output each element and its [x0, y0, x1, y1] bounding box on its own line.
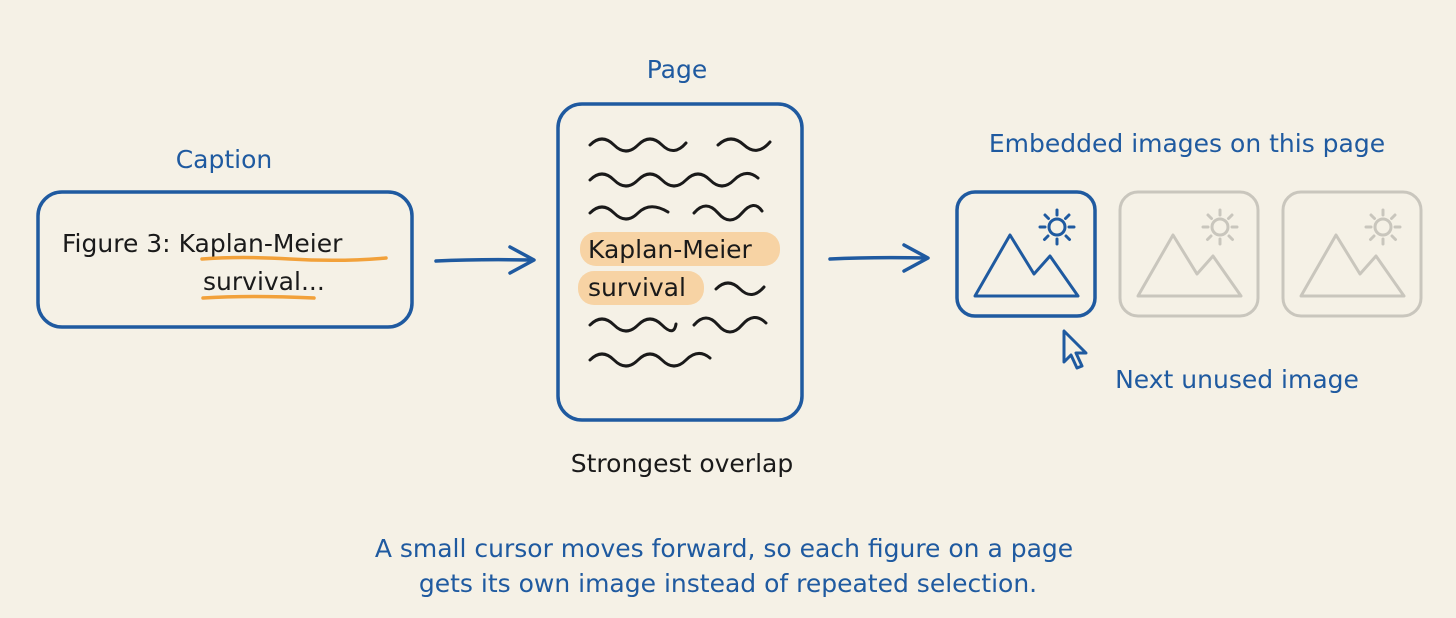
page-match-1: Kaplan-Meier: [588, 235, 753, 264]
caption-key-term-1: Kaplan-Meier: [179, 229, 344, 258]
scribble-line: [692, 204, 764, 222]
image-thumbnail-active[interactable]: [955, 190, 1097, 318]
caption-underline-2: [201, 294, 316, 300]
page-box: [556, 102, 804, 422]
images-heading: Embedded images on this page: [989, 129, 1385, 158]
scribble-line: [716, 137, 772, 152]
page-heading: Page: [647, 55, 708, 84]
note-line-1: A small cursor moves forward, so each fi…: [375, 534, 1073, 563]
mountain-sun-icon: [1136, 208, 1243, 298]
image-thumbnail-used[interactable]: [1281, 190, 1423, 318]
arrow-page-to-images: [828, 243, 930, 273]
scribble-line: [692, 316, 768, 334]
caption-underline-1: [200, 255, 388, 263]
scribble-line: [588, 205, 670, 221]
caption-heading: Caption: [176, 145, 273, 174]
caption-ellipsis: ...: [301, 267, 325, 296]
cursor-arrow-icon: [1062, 329, 1088, 370]
page-footer-label: Strongest overlap: [571, 449, 793, 478]
scribble-line: [588, 352, 712, 368]
image-thumbnail-used[interactable]: [1118, 190, 1260, 318]
scribble-line: [714, 281, 766, 296]
page-scribble-text: [588, 137, 772, 368]
scribble-line: [588, 137, 688, 153]
caption-key-term-2: survival: [203, 267, 301, 296]
caption-line-1: Figure 3: Kaplan-Meier: [62, 229, 343, 258]
pointer-label: Next unused image: [1115, 365, 1359, 394]
caption-line-2: survival...: [203, 267, 325, 296]
caption-prefix: Figure 3:: [62, 229, 179, 258]
page-match-2: survival: [588, 273, 686, 302]
note-line-2: gets its own image instead of repeated s…: [419, 569, 1037, 598]
scribble-line: [588, 172, 760, 188]
caption-box: [36, 190, 414, 329]
arrow-caption-to-page: [434, 245, 536, 275]
mountain-sun-icon: [1299, 208, 1406, 298]
page-highlight-1: [580, 232, 780, 266]
scribble-line: [588, 317, 678, 333]
mountain-sun-icon: [973, 208, 1080, 298]
page-highlight-2: [578, 271, 704, 305]
